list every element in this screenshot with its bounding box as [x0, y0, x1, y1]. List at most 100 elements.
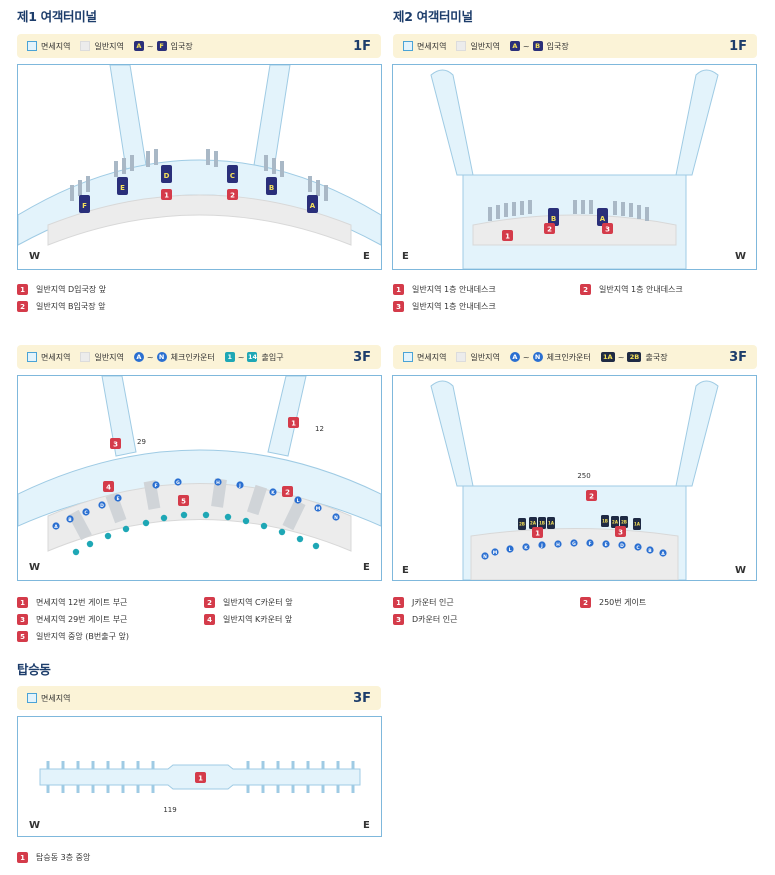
marker-1[interactable]: 1 [195, 772, 206, 783]
exit-10 [242, 517, 250, 525]
checkin-counter-l: L [506, 545, 514, 553]
checkin-counter-e: E [114, 494, 122, 502]
note-text: 면세지역 12번 게이트 부근 [36, 598, 128, 607]
note-item: 3 D카운터 인근 [393, 611, 580, 628]
svg-text:D: D [100, 503, 104, 509]
duty-free-label: 면세지역 [417, 41, 447, 51]
marker-3[interactable]: 3 [602, 223, 613, 234]
svg-text:H: H [556, 542, 560, 548]
exit-6 [160, 514, 168, 522]
note-badge: 2 [17, 301, 28, 312]
marker-2[interactable]: 2 [282, 486, 293, 497]
checkin-counter-c: C [634, 543, 642, 551]
note-badge: 2 [580, 284, 591, 295]
arrival-gate-a: A [597, 208, 608, 226]
note-text: 일반지역 K카운터 앞 [223, 615, 293, 624]
departure-gate-2a: 2A [611, 516, 619, 528]
svg-text:F: F [588, 541, 591, 547]
note-badge: 3 [17, 614, 28, 625]
marker-5[interactable]: 5 [178, 495, 189, 506]
svg-text:D: D [164, 172, 170, 180]
east-label: E [402, 565, 409, 576]
floor-label: 3F [353, 690, 371, 706]
tilde: ~ [237, 352, 245, 362]
duty-free-label: 면세지역 [41, 693, 71, 703]
marker-1[interactable]: 1 [161, 189, 172, 200]
checkin-counter-n: N [332, 513, 340, 521]
checkin-counter-d: D [98, 501, 106, 509]
svg-text:F: F [154, 483, 157, 489]
checkin-counter-l: L [294, 496, 302, 504]
note-badge: 1 [17, 284, 28, 295]
note-badge: 1 [17, 597, 28, 608]
svg-text:A: A [600, 215, 606, 223]
west-label: W [735, 565, 746, 576]
general-swatch [456, 352, 467, 362]
svg-text:B: B [269, 184, 274, 192]
gate-12-label: 12 [315, 425, 324, 433]
checkin-counter-a: A [52, 522, 60, 530]
svg-text:L: L [509, 547, 512, 553]
arrival-gate-b: B [266, 177, 277, 195]
exit-8 [202, 511, 210, 519]
marker-3[interactable]: 3 [110, 438, 121, 449]
note-text: 일반지역 1층 안내데스크 [599, 285, 683, 294]
note-text: D카운터 인근 [412, 615, 458, 624]
marker-2[interactable]: 2 [586, 490, 597, 501]
departure-start-icon: 1A [600, 352, 615, 362]
marker-2[interactable]: 2 [227, 189, 238, 200]
svg-text:J: J [238, 483, 241, 489]
marker-4[interactable]: 4 [103, 481, 114, 492]
svg-text:A: A [54, 524, 58, 530]
gate-legend-label: 입국장 [546, 41, 569, 51]
duty-free-swatch [27, 41, 37, 51]
checkin-counter-f: F [152, 481, 160, 489]
svg-text:B: B [648, 548, 652, 554]
duty-free-swatch [403, 41, 413, 51]
floor-label: 3F [729, 349, 747, 365]
arrival-gate-e: E [117, 177, 128, 195]
note-text: J카운터 인근 [412, 598, 454, 607]
svg-text:1: 1 [535, 530, 540, 538]
note-badge: 3 [393, 614, 404, 625]
marker-1[interactable]: 1 [288, 417, 299, 428]
checkin-counter-b: B [646, 546, 654, 554]
marker-3[interactable]: 3 [615, 526, 626, 537]
checkin-counter-f: F [586, 539, 594, 547]
svg-text:N: N [483, 554, 487, 560]
gate-119-label: 119 [163, 806, 176, 814]
departure-end-icon: 2B [627, 352, 642, 362]
general-label: 일반지역 [470, 41, 500, 51]
checkin-counter-h: H [214, 478, 222, 486]
exit-1 [72, 548, 80, 556]
t2-3f-legend: 면세지역 일반지역 A~N 체크인카운터 1A~2B 출국장 3F [393, 345, 757, 369]
exit-14 [312, 542, 320, 550]
checkin-counter-h: H [554, 540, 562, 548]
svg-text:M: M [493, 550, 498, 556]
exit-legend-label: 출입구 [261, 352, 284, 362]
general-swatch [80, 41, 91, 51]
exit-9 [224, 513, 232, 521]
departure-gate-1b: 1B [538, 517, 546, 529]
marker-1[interactable]: 1 [532, 527, 543, 538]
marker-2[interactable]: 2 [544, 223, 555, 234]
svg-text:C: C [636, 545, 640, 551]
note-badge: 1 [17, 852, 28, 863]
svg-text:E: E [116, 496, 119, 502]
svg-text:2B: 2B [621, 520, 627, 525]
svg-text:1: 1 [164, 192, 169, 200]
note-text: 250번 게이트 [599, 598, 647, 607]
marker-1[interactable]: 1 [502, 230, 513, 241]
counter-start-icon: A [133, 352, 144, 362]
arrival-gate-a: A [307, 195, 318, 213]
t1-title: 제1 여객터미널 [17, 9, 97, 24]
floor-label: 1F [353, 38, 371, 54]
